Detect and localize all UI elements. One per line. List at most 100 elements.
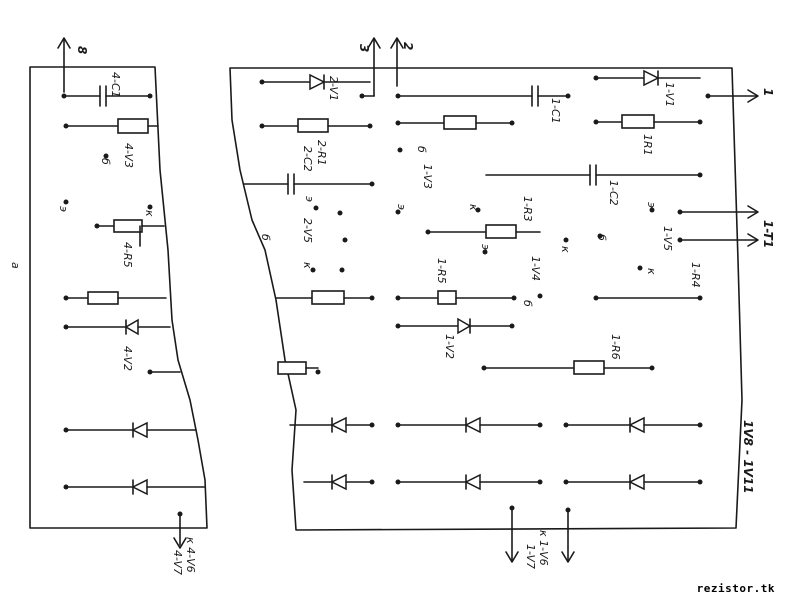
solder-pad [509, 505, 515, 511]
label-board-a: a [9, 262, 22, 269]
arrow-down-icon [505, 551, 519, 563]
diode-icon [457, 317, 472, 335]
label-e: э [303, 196, 316, 202]
solder-pad [369, 422, 375, 428]
solder-pad [147, 204, 153, 210]
solder-pad [63, 199, 69, 205]
label-1-r4: 1-R4 [689, 262, 702, 288]
label-k-4-v6: к 4-V6 [184, 537, 197, 573]
label-2-v5: 2-V5 [301, 218, 314, 243]
left-board-outline [29, 66, 208, 529]
diode-icon [131, 478, 148, 496]
solder-pad [565, 507, 571, 513]
solder-pad [649, 365, 655, 371]
arrow-up-icon [390, 37, 404, 49]
label-b: б [521, 300, 534, 307]
diode-icon [124, 318, 139, 336]
label-4-v7: 4-V7 [171, 550, 184, 575]
solder-pad [147, 93, 153, 99]
solder-pad [697, 422, 703, 428]
arrow-down-icon [561, 551, 575, 563]
solder-pad [481, 365, 487, 371]
diode-icon [464, 416, 481, 434]
solder-pad [593, 119, 599, 125]
label-1-t1: 1-T1 [761, 220, 775, 248]
solder-pad [259, 79, 265, 85]
label-b: б [415, 146, 428, 153]
label-b: б [259, 234, 272, 241]
label-k-1-v6: к 1-V6 [537, 530, 550, 566]
diode-icon [330, 473, 347, 491]
label-b: б [595, 234, 608, 241]
solder-pad [705, 93, 711, 99]
solder-pad [369, 181, 375, 187]
solder-pad [395, 323, 401, 329]
label-1-v1: 1-V1 [663, 82, 676, 107]
solder-pad [359, 93, 365, 99]
watermark: rezistor.tk [692, 581, 779, 596]
diode-icon [330, 416, 347, 434]
diode-icon [628, 416, 645, 434]
label-2-c2: 2-C2 [301, 146, 314, 172]
right-board-outline [229, 67, 743, 531]
solder-pad [537, 422, 543, 428]
solder-pad [177, 511, 183, 517]
solder-pad [339, 267, 345, 273]
solder-pad [63, 484, 69, 490]
solder-pad [537, 479, 543, 485]
resistor-body [117, 118, 149, 134]
resistor-body [87, 291, 119, 305]
solder-pad [475, 207, 481, 213]
label-top-3: 3 [357, 44, 371, 52]
label-k: к [559, 246, 572, 253]
solder-pad [259, 123, 265, 129]
solder-pad [369, 295, 375, 301]
label-1-r5: 1-R5 [435, 258, 448, 284]
label-4-v3: 4-V3 [122, 143, 135, 168]
resistor-body [573, 360, 605, 375]
label-output-1: 1 [761, 88, 775, 96]
left-board: 8 4-C1 4-V3 б э к 4-R5 4-V2 a к 4-V6 4-V… [9, 37, 208, 575]
diode-icon [464, 473, 481, 491]
solder-pad [649, 207, 655, 213]
solder-pad [511, 295, 517, 301]
solder-pad [63, 427, 69, 433]
resistor-body [297, 118, 329, 133]
solder-pad [425, 229, 431, 235]
solder-pad [593, 295, 599, 301]
arrow-right-icon [747, 205, 759, 219]
resistor-body [113, 219, 143, 233]
label-4-v2: 4-V2 [121, 346, 134, 371]
solder-pad [395, 93, 401, 99]
label-1-c2: 1-C2 [607, 180, 620, 206]
arrow-down-icon [173, 537, 187, 549]
resistor-body [437, 290, 457, 305]
solder-pad [63, 123, 69, 129]
diode-icon [643, 69, 660, 87]
label-1-v3: 1-V3 [421, 164, 434, 189]
solder-pad [395, 120, 401, 126]
solder-pad [61, 93, 67, 99]
solder-pad [677, 237, 683, 243]
label-k: к [467, 204, 480, 211]
label-4-c1: 4-C1 [109, 72, 122, 98]
label-k: к [143, 210, 156, 217]
resistor-body [443, 115, 477, 130]
arrow-up-icon [57, 37, 71, 49]
solder-pad [342, 237, 348, 243]
label-k: к [645, 268, 658, 275]
solder-pad [597, 233, 603, 239]
solder-pad [395, 422, 401, 428]
label-top-b: 8 [75, 46, 89, 54]
resistor-body [277, 361, 307, 375]
label-e: э [645, 202, 658, 208]
solder-pad [509, 323, 515, 329]
solder-pad [395, 209, 401, 215]
label-1-v7: 1-V7 [524, 544, 537, 569]
label-1-r6: 1-R6 [609, 334, 622, 360]
label-b: б [99, 158, 112, 165]
solder-pad [593, 75, 599, 81]
solder-pad [315, 369, 321, 375]
